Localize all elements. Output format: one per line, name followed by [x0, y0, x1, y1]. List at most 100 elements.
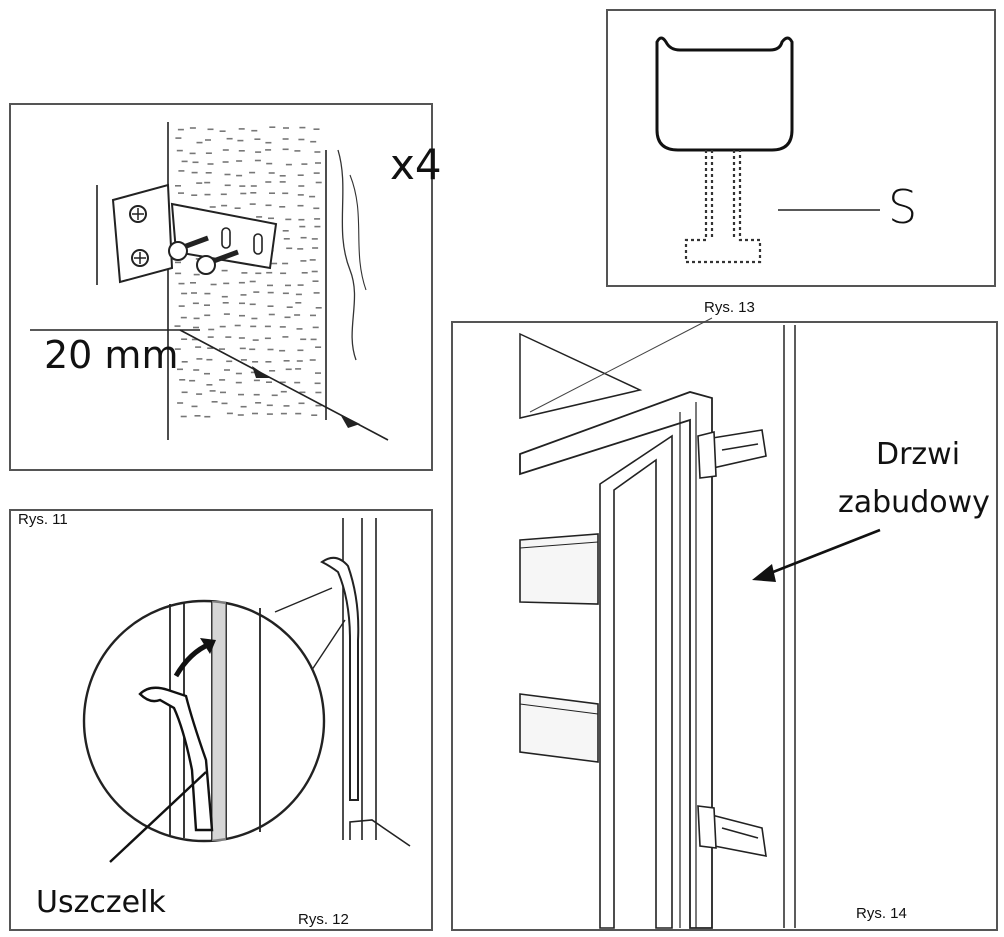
- fig11-texture-dot: [301, 272, 308, 274]
- fig11-texture-dot: [265, 141, 272, 144]
- fig11-texture-dot: [296, 328, 303, 330]
- fig11-texture-dot: [196, 182, 203, 184]
- fig11-angle-bracket: [111, 183, 174, 284]
- fig11-texture-dot: [193, 369, 200, 371]
- fig14-door-outer: [519, 391, 713, 929]
- fig11-texture-dot: [235, 372, 242, 375]
- fig11-texture-dot: [175, 261, 181, 264]
- fig11-texture-dot: [209, 390, 216, 392]
- fig11-texture-dot: [286, 306, 293, 308]
- fig11-texture-dot: [192, 161, 199, 164]
- fig11-texture-dot: [191, 338, 198, 341]
- fig11-texture-dot: [250, 325, 257, 328]
- fig12-rail-foot: [349, 819, 411, 847]
- fig11-dimension-label: 20 mm: [44, 333, 179, 377]
- fig11-texture-dot: [295, 293, 302, 296]
- fig11-texture-dot: [267, 291, 274, 294]
- fig11-texture-dot: [268, 313, 275, 316]
- fig11-texture-dot: [204, 181, 211, 184]
- fig14-door-arrowhead: [752, 564, 776, 582]
- fig11-texture-dot: [249, 171, 256, 174]
- fig11-texture-dot: [255, 151, 262, 153]
- fig11-texture-dot: [249, 303, 256, 306]
- fig11-texture-dot: [221, 204, 228, 207]
- fig11-texture-dot: [236, 160, 243, 162]
- fig11-texture-dot: [295, 302, 302, 304]
- fig11-texture-dot: [299, 126, 306, 129]
- fig11-texture-dot: [298, 218, 305, 221]
- fig14-door-label-line2: zabudowy: [838, 485, 990, 520]
- fig11-frame: [9, 103, 433, 471]
- fig11-texture-dot: [175, 272, 182, 275]
- fig12-frame: [9, 509, 433, 931]
- fig11-texture-dot: [269, 370, 276, 372]
- fig11-texture-dot: [254, 138, 261, 140]
- fig11-texture-dot: [175, 185, 181, 187]
- fig13-frame: [606, 9, 996, 287]
- fig11-texture-dot: [264, 337, 271, 340]
- fig11-texture-dot: [310, 140, 317, 143]
- fig11-texture-dot: [296, 360, 303, 362]
- fig14-top-flap: [519, 332, 643, 419]
- fig11-texture-dot: [282, 138, 289, 140]
- fig11-texture-dot: [309, 359, 316, 361]
- fig11-texture-dot: [237, 139, 244, 142]
- fig11-texture-dot: [295, 412, 302, 415]
- fig11-texture-dot: [205, 172, 212, 174]
- fig11-texture-dot: [222, 149, 229, 151]
- fig11-texture-dot: [255, 402, 262, 404]
- fig11-texture-dot: [240, 294, 247, 296]
- fig11-texture-dot: [298, 185, 305, 187]
- fig11-texture-dot: [237, 414, 244, 416]
- fig14-door-inner: [599, 434, 673, 929]
- fig11-texture-dot: [204, 292, 211, 295]
- fig11-texture-dot: [238, 150, 245, 152]
- fig12-magnifier: [82, 599, 326, 843]
- fig11-texture-dot: [314, 382, 321, 385]
- fig11-texture-dot: [313, 172, 320, 174]
- fig11-texture-dot: [315, 162, 321, 164]
- fig11-texture-dot: [267, 305, 274, 307]
- fig11-texture-dot: [265, 181, 272, 183]
- fig11-texture-dot: [282, 292, 289, 295]
- fig11-texture-dot: [286, 247, 293, 250]
- fig11-texture-dot: [311, 270, 318, 273]
- fig11-texture-dot: [297, 194, 304, 196]
- fig11-texture-dot: [241, 272, 248, 274]
- fig11-texture-dot: [238, 281, 245, 284]
- fig11-texture-dot: [250, 371, 257, 374]
- fig11-texture-dot: [177, 402, 184, 404]
- fig11-texture-dot: [269, 126, 276, 128]
- fig11-slotted-plate: [168, 202, 278, 275]
- fig11-texture-dot: [207, 163, 214, 165]
- fig11-texture-dot: [266, 413, 273, 415]
- fig11-texture-dot: [226, 412, 233, 415]
- fig11-texture-dot: [252, 361, 259, 363]
- fig11-texture-dot: [189, 379, 196, 382]
- fig12-seal-small: [320, 556, 360, 801]
- fig11-texture-dot: [181, 361, 188, 363]
- fig11-texture-dot: [219, 325, 226, 328]
- fig11-texture-dot: [314, 151, 321, 153]
- fig11-texture-dot: [312, 326, 319, 329]
- fig11-texture-dot: [282, 336, 289, 338]
- fig11-texture-dot: [271, 262, 278, 265]
- fig11-texture-dot: [196, 393, 203, 395]
- fig11-texture-dot: [190, 282, 196, 284]
- fig11-qty-label: x4: [390, 140, 442, 189]
- fig11-texture-dot: [249, 203, 256, 205]
- fig13-foot-stem: [684, 150, 762, 264]
- fig11-texture-dot: [193, 273, 200, 276]
- fig11-texture-dot: [266, 162, 273, 165]
- fig11-texture-dot: [280, 272, 287, 275]
- fig11-texture-dot: [204, 372, 210, 375]
- fig11-texture-dot: [239, 185, 246, 187]
- fig11-texture-dot: [175, 137, 182, 139]
- fig12-caption: Rys. 12: [298, 911, 349, 928]
- fig11-texture-dot: [269, 192, 275, 194]
- fig11-texture-dot: [252, 412, 258, 415]
- fig11-texture-dot: [221, 402, 228, 405]
- fig11-panel: [9, 103, 433, 471]
- fig11-texture-dot: [250, 192, 257, 194]
- fig11-texture-dot: [280, 412, 287, 415]
